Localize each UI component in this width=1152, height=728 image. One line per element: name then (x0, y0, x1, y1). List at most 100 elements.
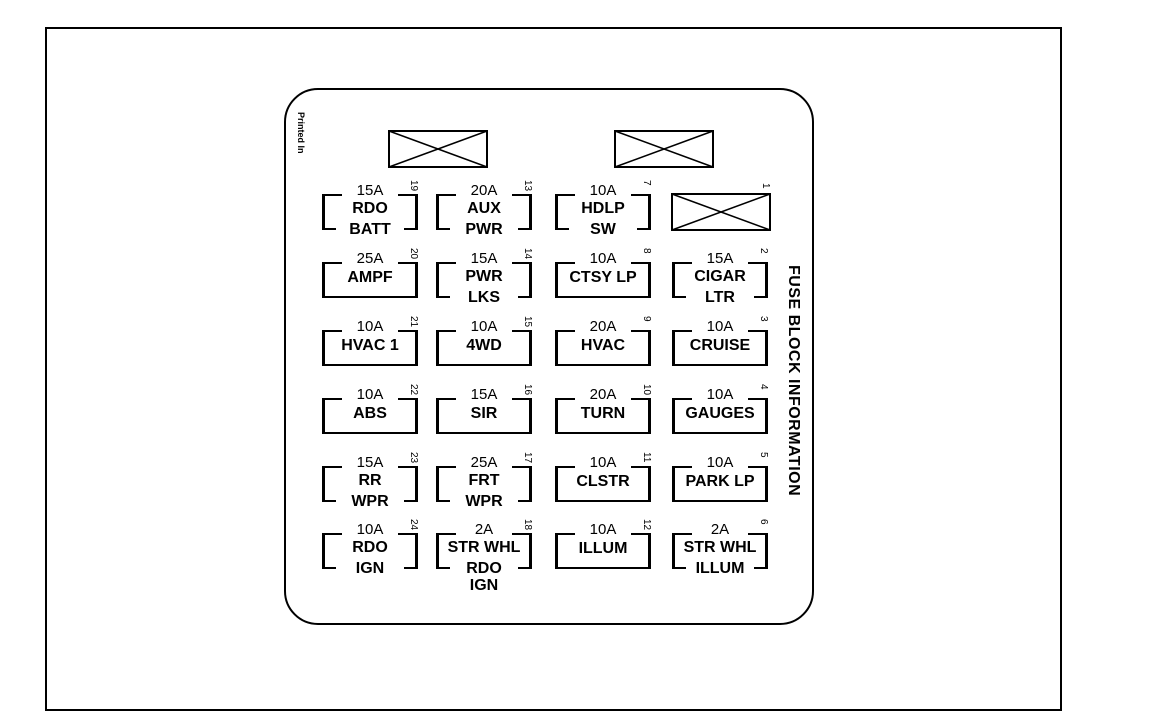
fuse-label-secondary: PWR (450, 221, 518, 238)
fuse-number: 24 (408, 519, 419, 531)
fuse-amperage: 25A (456, 455, 512, 470)
fuse-amperage: 10A (692, 455, 748, 470)
fuse-number: 8 (641, 248, 652, 254)
fuse-label: 4WD (466, 337, 502, 354)
fuse-label: CLSTR (576, 473, 630, 490)
fuse-amperage: 10A (456, 319, 512, 334)
fuse-label-secondary: SW (569, 221, 637, 238)
fuse-label: RDO (352, 200, 388, 217)
fuse-number: 14 (522, 248, 533, 260)
figure-frame (45, 27, 1062, 711)
fuse-15: 10A 15 4WD (436, 316, 536, 376)
fuse-number: 12 (641, 519, 652, 531)
fuse-number: 17 (522, 452, 533, 464)
fuse-amperage: 10A (575, 522, 631, 537)
fuse-number: 15 (522, 316, 533, 328)
fuse-number: 10 (641, 384, 652, 396)
fuse-number: 23 (408, 452, 419, 464)
fuse-number: 18 (522, 519, 533, 531)
fuse-number: 22 (408, 384, 419, 396)
relay-crossed-right (614, 130, 714, 168)
fuse-label: AUX (467, 200, 501, 217)
fuse-label: CTSY LP (569, 269, 637, 286)
fuse-amperage: 15A (692, 251, 748, 266)
fuse-number: 4 (758, 384, 769, 390)
fuse-number: 11 (641, 452, 652, 463)
fuse-label: AMPF (347, 269, 393, 286)
fuse-amperage: 20A (575, 387, 631, 402)
fuse-amperage: 2A (692, 522, 748, 537)
fuse-number: 7 (641, 180, 652, 186)
fuse-label: RDO (352, 539, 388, 556)
fuse-amperage: 10A (575, 183, 631, 198)
fuse-label-secondary: LTR (686, 289, 754, 306)
fuse-label: HVAC (580, 337, 626, 354)
fuse-number: 2 (758, 248, 769, 254)
fuse-amperage: 10A (342, 387, 398, 402)
fuse-label: STR WHL (683, 539, 757, 556)
empty-slot-number: 1 (760, 183, 771, 189)
fuse-label-secondary: ILLUM (686, 560, 754, 577)
fuse-amperage: 15A (342, 455, 398, 470)
relay-crossed-left (388, 130, 488, 168)
fuse-amperage: 25A (342, 251, 398, 266)
fuse-amperage: 10A (692, 319, 748, 334)
fuse-label: STR WHL (447, 539, 521, 556)
fuse-label-secondary: RDO IGN (450, 560, 518, 594)
fuse-label: GAUGES (685, 405, 755, 422)
fuse-amperage: 10A (692, 387, 748, 402)
fuse-label: HVAC 1 (341, 337, 399, 354)
fuse-number: 9 (641, 316, 652, 322)
fuse-amperage: 2A (456, 522, 512, 537)
fuse-label: SIR (470, 405, 498, 422)
fuse-label: CIGAR (694, 268, 746, 285)
fuse-number: 21 (408, 316, 419, 328)
fuse-label: PWR (465, 268, 503, 285)
fuse-number: 5 (758, 452, 769, 458)
fuse-amperage: 10A (342, 522, 398, 537)
fuse-amperage: 15A (456, 251, 512, 266)
fuse-amperage: 15A (456, 387, 512, 402)
fuse-number: 19 (408, 180, 419, 192)
fuse-label-secondary: WPR (450, 493, 518, 510)
fuse-label: TURN (580, 405, 626, 422)
fuse-amperage: 20A (456, 183, 512, 198)
fuse-label: RR (358, 472, 382, 489)
fuse-label: HDLP (581, 200, 625, 217)
empty-fuse-slot (671, 193, 771, 231)
fuse-amperage: 10A (575, 455, 631, 470)
fuse-amperage: 20A (575, 319, 631, 334)
fuse-label-secondary: IGN (336, 560, 404, 577)
fuse-amperage: 10A (342, 319, 398, 334)
fuse-label: PARK LP (685, 473, 755, 490)
fuse-block-title: FUSE BLOCK INFORMATION (785, 265, 802, 497)
fuse-amperage: 10A (575, 251, 631, 266)
fuse-number: 13 (522, 180, 533, 192)
fuse-label-secondary: WPR (336, 493, 404, 510)
fuse-label: ABS (353, 405, 387, 422)
fuse-label-secondary: LKS (450, 289, 518, 306)
fuse-block-panel (284, 88, 814, 625)
fuse-label-secondary: BATT (336, 221, 404, 238)
